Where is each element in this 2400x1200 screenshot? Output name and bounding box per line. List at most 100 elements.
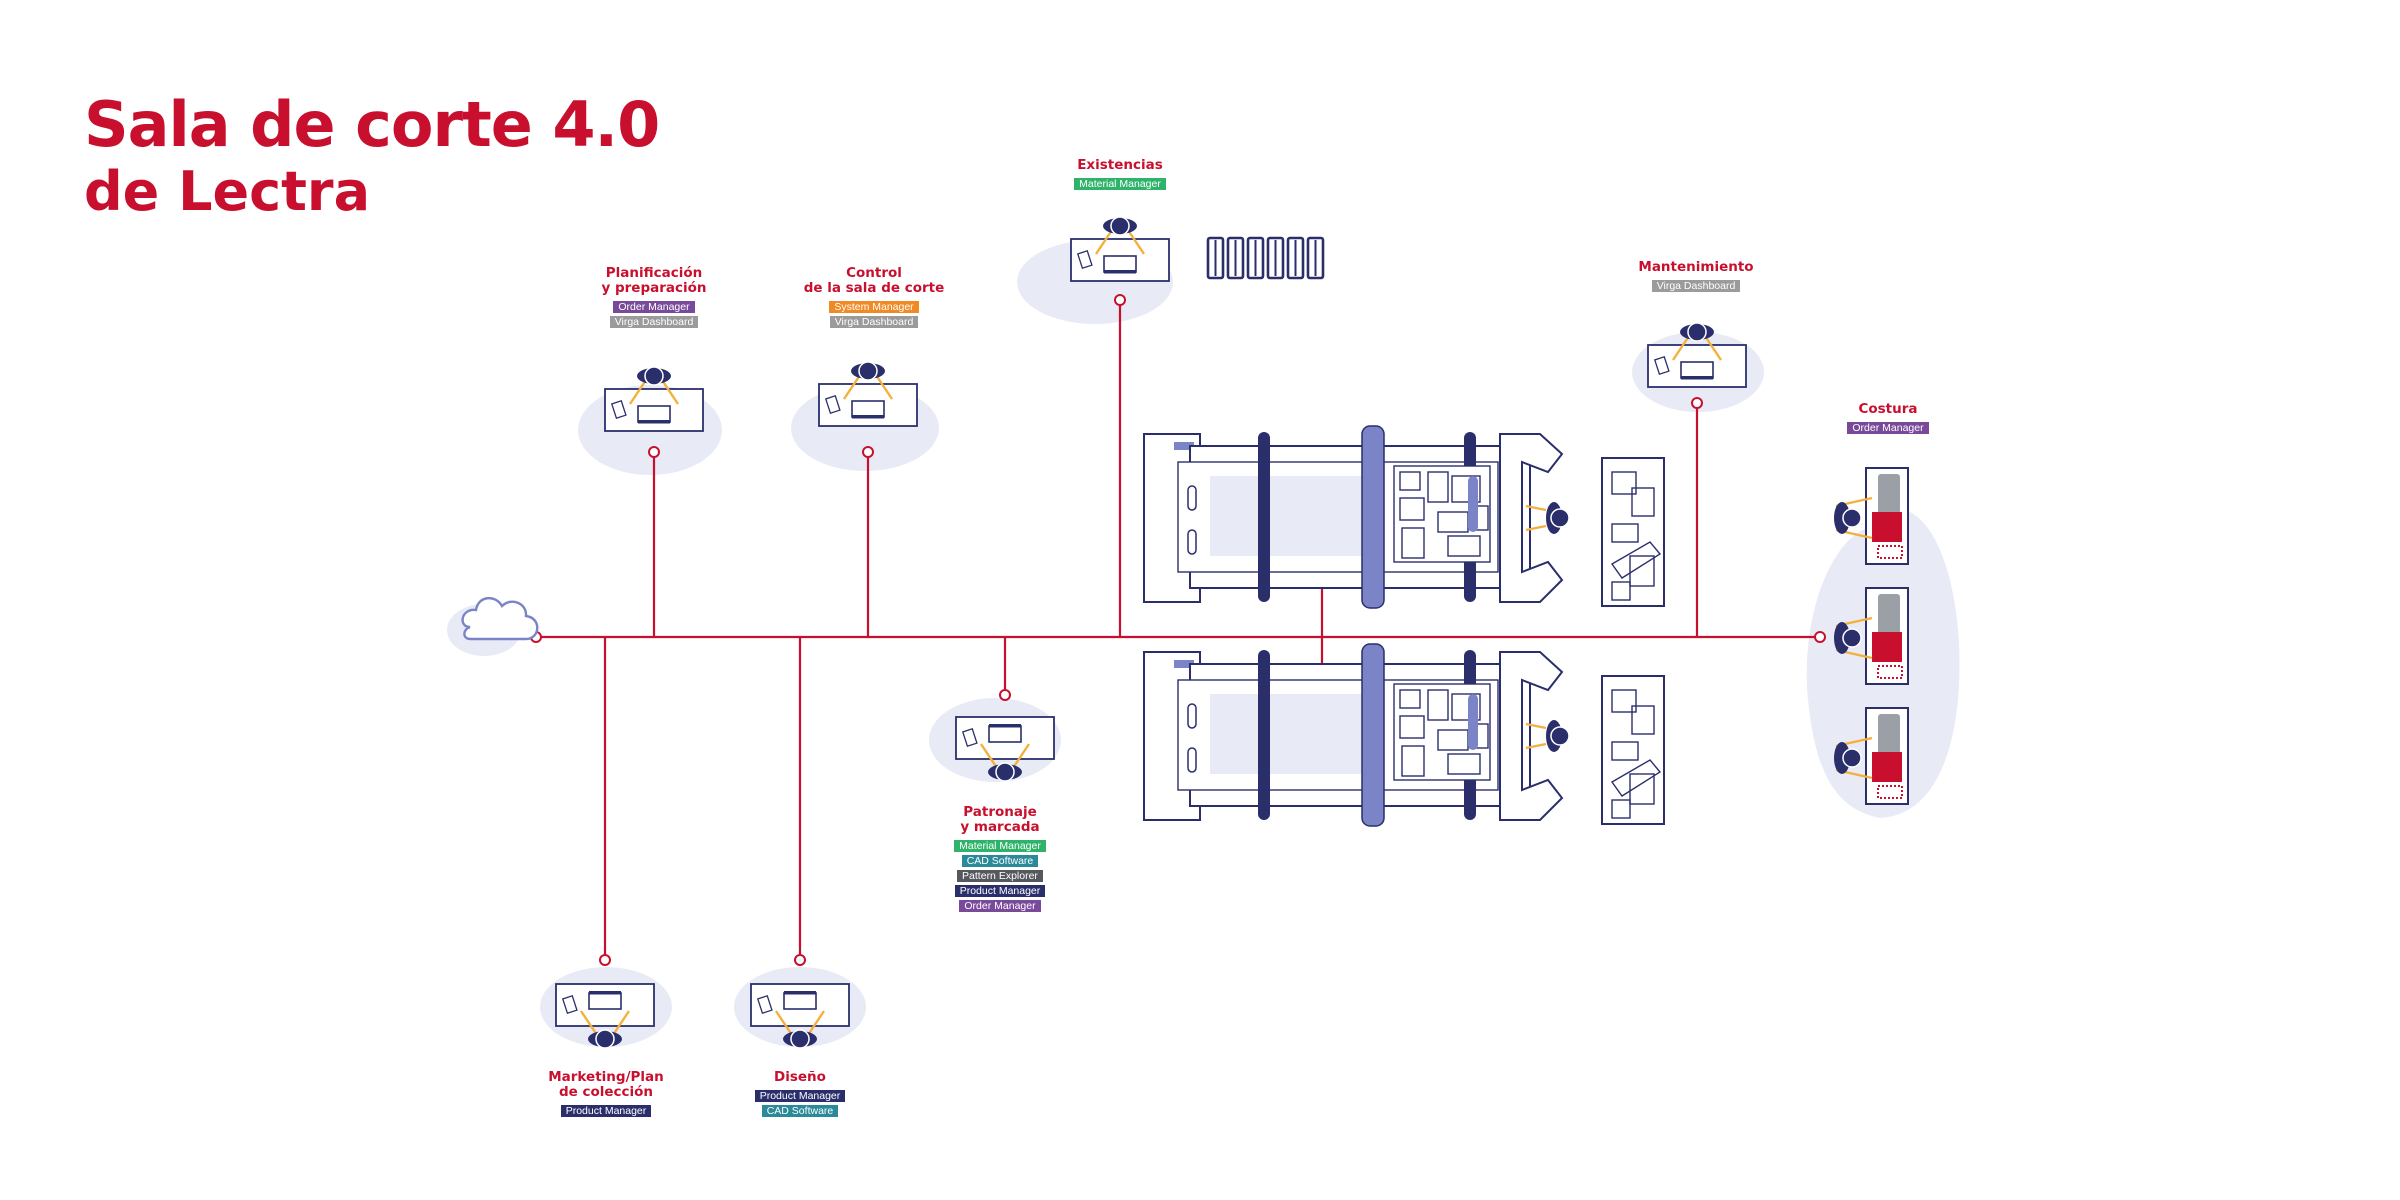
- cut-piece: [1399, 689, 1421, 709]
- cutting-machine-icon: [1143, 643, 1570, 827]
- station-label: Mantenimiento: [1638, 260, 1753, 275]
- software-tag: CAD Software: [961, 855, 1039, 867]
- software-tag: CAD Software: [761, 1105, 839, 1117]
- phone: [1076, 250, 1093, 270]
- head: [1687, 322, 1707, 342]
- station-label-line: Patronaje: [963, 804, 1037, 820]
- arms: [775, 1010, 825, 1036]
- station-label-line: y preparación: [601, 280, 707, 296]
- laptop-keyboard: [989, 724, 1021, 728]
- station-marketing: Marketing/Plan de colección Product Mana…: [476, 1070, 736, 1117]
- cut-piece: [1629, 773, 1655, 805]
- head: [644, 366, 664, 386]
- software-tags: Material Manager: [1074, 178, 1166, 190]
- operator-head: [1842, 628, 1862, 648]
- sewing-machine: [1878, 714, 1900, 754]
- offload-table-icon: [1601, 675, 1665, 825]
- cut-piece: [1427, 471, 1449, 503]
- station-label-line: de colección: [558, 1084, 654, 1100]
- network-node: [1814, 631, 1826, 643]
- cutting-head: [1361, 425, 1385, 609]
- cut-piece: [1451, 693, 1481, 721]
- cut-piece: [1611, 799, 1631, 819]
- sewing-station-icon: [1834, 707, 1909, 805]
- cut-piece: [1399, 715, 1425, 739]
- machine-panel: [1174, 442, 1194, 450]
- phone: [961, 728, 978, 748]
- network-node: [1114, 294, 1126, 306]
- laptop: [851, 400, 885, 418]
- cloud-icon: [461, 597, 539, 641]
- cut-piece: [1611, 741, 1639, 761]
- station-label: Planificación y preparación: [601, 266, 706, 296]
- cut-piece: [1427, 689, 1449, 721]
- storage-racks-icon: [1206, 236, 1325, 280]
- station-existencias: Existencias Material Manager: [990, 158, 1250, 190]
- page-title: Sala de corte 4.0: [84, 88, 660, 161]
- station-control: Control de la sala de corte System Manag…: [744, 266, 1004, 328]
- software-tags: Product Manager: [560, 1105, 652, 1117]
- station-label: Marketing/Plan de colección: [548, 1070, 664, 1100]
- station-label-line: Diseño: [774, 1069, 826, 1085]
- slot: [1187, 529, 1197, 555]
- laptop-keyboard: [852, 415, 884, 419]
- network-node: [648, 446, 660, 458]
- laptop-keyboard: [784, 991, 816, 995]
- desk-control: [818, 361, 918, 427]
- arms: [1095, 229, 1145, 255]
- machine-tail: [1499, 651, 1564, 821]
- software-tag: Order Manager: [959, 900, 1041, 912]
- laptop: [637, 405, 671, 423]
- desk-planificacion: [604, 366, 704, 432]
- software-tags: Order Manager: [1847, 422, 1929, 434]
- software-tag: Virga Dashboard: [829, 316, 919, 328]
- slot: [1187, 485, 1197, 511]
- station-label-line: de la sala de corte: [803, 280, 945, 296]
- software-tag: Material Manager: [1074, 178, 1166, 190]
- operator-arms: [1525, 504, 1547, 532]
- station-label: Costura: [1858, 402, 1917, 417]
- fabric: [1872, 752, 1902, 782]
- laptop-keyboard: [1681, 376, 1713, 380]
- laptop: [988, 725, 1022, 743]
- slot: [1187, 747, 1197, 773]
- laptop: [1680, 361, 1714, 379]
- cut-piece: [1631, 487, 1655, 517]
- fabric-stack: [1877, 785, 1903, 799]
- network-node: [599, 954, 611, 966]
- fabric-stack: [1877, 665, 1903, 679]
- software-tag: Order Manager: [1847, 422, 1929, 434]
- network-node: [862, 446, 874, 458]
- station-label: Control de la sala de corte: [804, 266, 945, 296]
- gantry: [1258, 650, 1270, 820]
- sewing-machine: [1878, 474, 1900, 514]
- fabric-layer: [1210, 476, 1368, 556]
- software-tag: System Manager: [829, 301, 919, 313]
- operator-head: [1550, 508, 1570, 528]
- cut-piece: [1401, 527, 1425, 559]
- gantry: [1258, 432, 1270, 602]
- software-tag: Virga Dashboard: [1651, 280, 1741, 292]
- software-tag: Material Manager: [954, 840, 1046, 852]
- page-subtitle: de Lectra: [84, 160, 371, 223]
- desk-patronaje: [955, 716, 1055, 782]
- station-label-line: y marcada: [960, 819, 1040, 835]
- station-costura: Costura Order Manager: [1758, 402, 2018, 434]
- cut-piece: [1451, 475, 1481, 503]
- station-planificacion: Planificación y preparación Order Manage…: [524, 266, 784, 328]
- desk-diseno: [750, 983, 850, 1049]
- station-label-line: Costura: [1858, 401, 1918, 417]
- station-label-line: Control: [846, 265, 902, 281]
- cut-piece: [1399, 471, 1421, 491]
- arms: [580, 1010, 630, 1036]
- head: [790, 1029, 810, 1049]
- station-label: Patronaje y marcada: [960, 805, 1039, 835]
- fabric-stack: [1877, 545, 1903, 559]
- station-label: Diseño: [774, 1070, 826, 1085]
- arms: [843, 374, 893, 400]
- phone: [756, 995, 773, 1015]
- laptop: [588, 992, 622, 1010]
